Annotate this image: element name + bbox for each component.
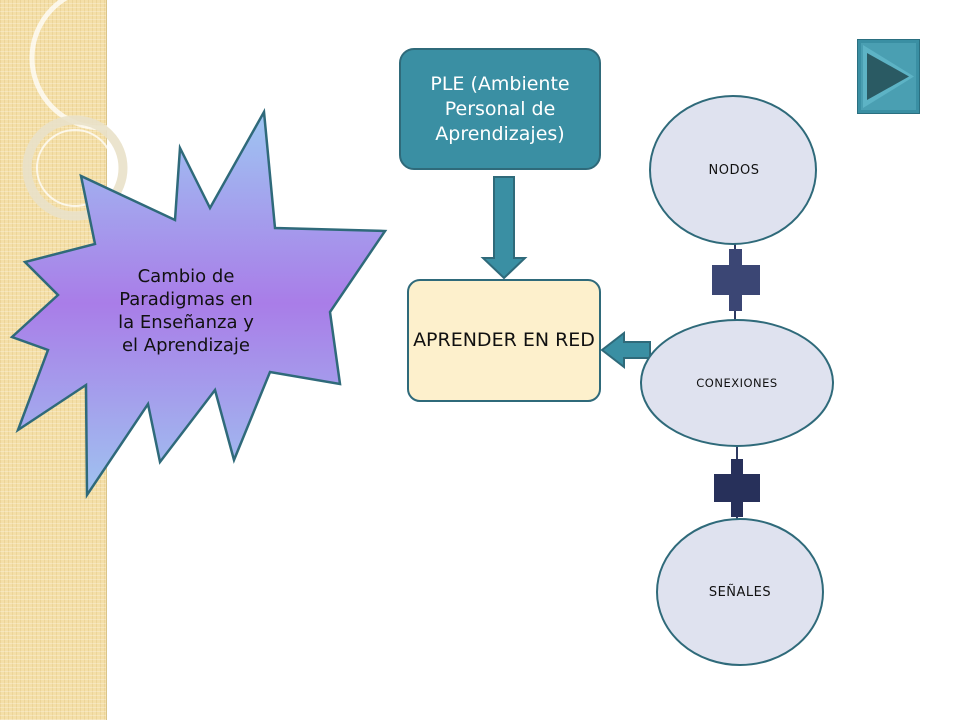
aprender-en-red-label: APRENDER EN RED	[413, 328, 595, 351]
senales-ellipse	[656, 518, 824, 666]
paradigm-star-shape	[9, 107, 388, 500]
nodos-ellipse	[649, 95, 817, 245]
play-forward-icon	[857, 39, 920, 114]
ple-box	[399, 48, 601, 170]
conexiones-ellipse	[640, 319, 834, 447]
ple-label: PLE (Ambiente Personal de Aprendizajes)	[430, 72, 570, 145]
nodos-label: NODOS	[708, 162, 760, 178]
decorative-rings	[22, 0, 175, 221]
senales-label: SEÑALES	[708, 584, 772, 600]
down-arrow	[480, 176, 528, 280]
aprender-en-red-box	[407, 279, 601, 402]
plus-icon	[712, 249, 760, 311]
plus-icon	[714, 459, 760, 517]
next-slide-button[interactable]	[857, 39, 920, 114]
conexiones-label: CONEXIONES	[696, 376, 778, 390]
left-arrow	[600, 330, 651, 370]
paradigm-star-label: Cambio de Paradigmas en la Enseñanza y e…	[118, 266, 254, 356]
